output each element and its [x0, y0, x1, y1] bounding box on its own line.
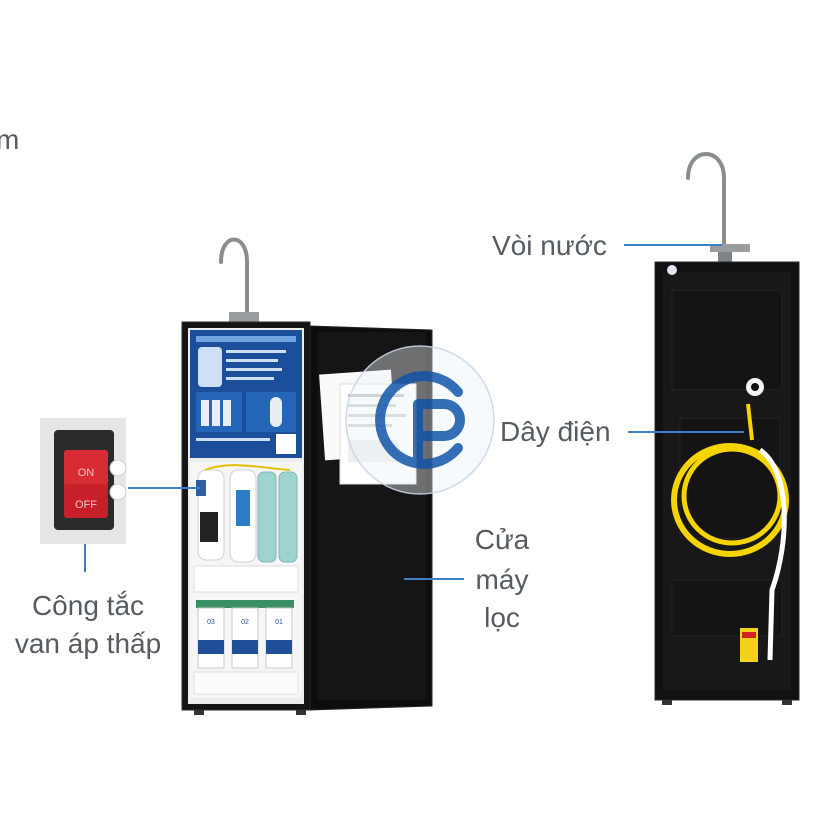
- info-poster: [190, 330, 302, 458]
- filter-label-01: 01: [275, 619, 283, 626]
- switch-leader-drop: [84, 544, 86, 572]
- switch-label-line1: Công tắc: [31, 590, 145, 621]
- power-cord-coil: [671, 403, 789, 661]
- filter-cartridge-01: [265, 607, 293, 669]
- filter-label-03: 03: [207, 619, 215, 626]
- low-pressure-switch-closeup: ON OFF: [40, 418, 127, 544]
- switch-label-line2: van áp thấp: [14, 628, 162, 659]
- switch-leader-line: [128, 487, 200, 489]
- switch-off-text: OFF: [75, 499, 97, 511]
- door-label-line2: máy: [475, 564, 529, 595]
- faucet-label: Vòi nước: [492, 230, 607, 261]
- door-label-line1: Cửa: [474, 524, 530, 555]
- open-door: [309, 325, 433, 711]
- watermark-logo-icon: [345, 345, 495, 495]
- faucet-icon: [219, 237, 259, 322]
- door-leader-line: [404, 578, 464, 580]
- filter-cartridge-03: [197, 607, 225, 669]
- faucet-leader-line: [624, 244, 722, 246]
- faucet-icon: [686, 152, 750, 262]
- filter-label-02: 02: [241, 619, 249, 626]
- door-label-line3: lọc: [484, 602, 520, 633]
- cropped-label: m: [0, 124, 20, 155]
- switch-on-text: ON: [78, 467, 95, 479]
- power-cord-label: Dây điện: [500, 416, 611, 447]
- filter-cartridges: 03 02 01: [193, 600, 299, 695]
- power-cord-leader-line: [628, 431, 744, 433]
- filter-cartridge-02: [231, 607, 259, 669]
